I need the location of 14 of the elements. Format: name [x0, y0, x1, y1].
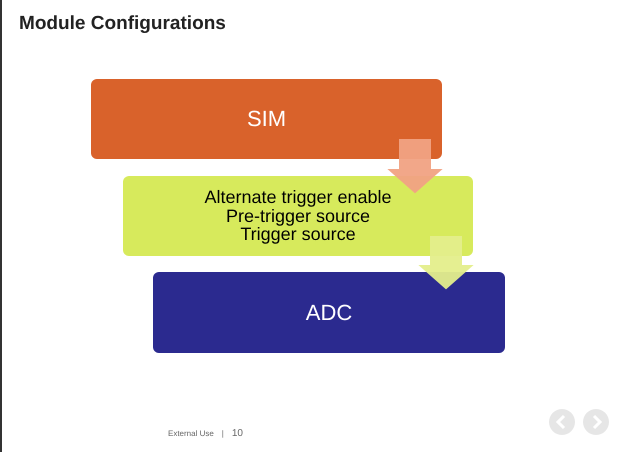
block-arrow	[387, 139, 443, 194]
slide-title: Module Configurations	[19, 12, 226, 36]
footer-text: |	[222, 428, 224, 440]
box-text: Pre-trigger source	[226, 206, 370, 226]
box-text: Alternate trigger enable	[204, 188, 392, 207]
box-text: SIM	[246, 107, 286, 131]
box-text: Trigger source	[240, 225, 356, 244]
block-arrow	[418, 236, 474, 290]
process-box	[153, 272, 505, 353]
footer-text: External Use	[168, 428, 214, 440]
process-box	[123, 176, 473, 256]
footer-text: 10	[232, 427, 243, 441]
box-text: ADC	[306, 300, 352, 324]
process-box	[91, 79, 442, 159]
